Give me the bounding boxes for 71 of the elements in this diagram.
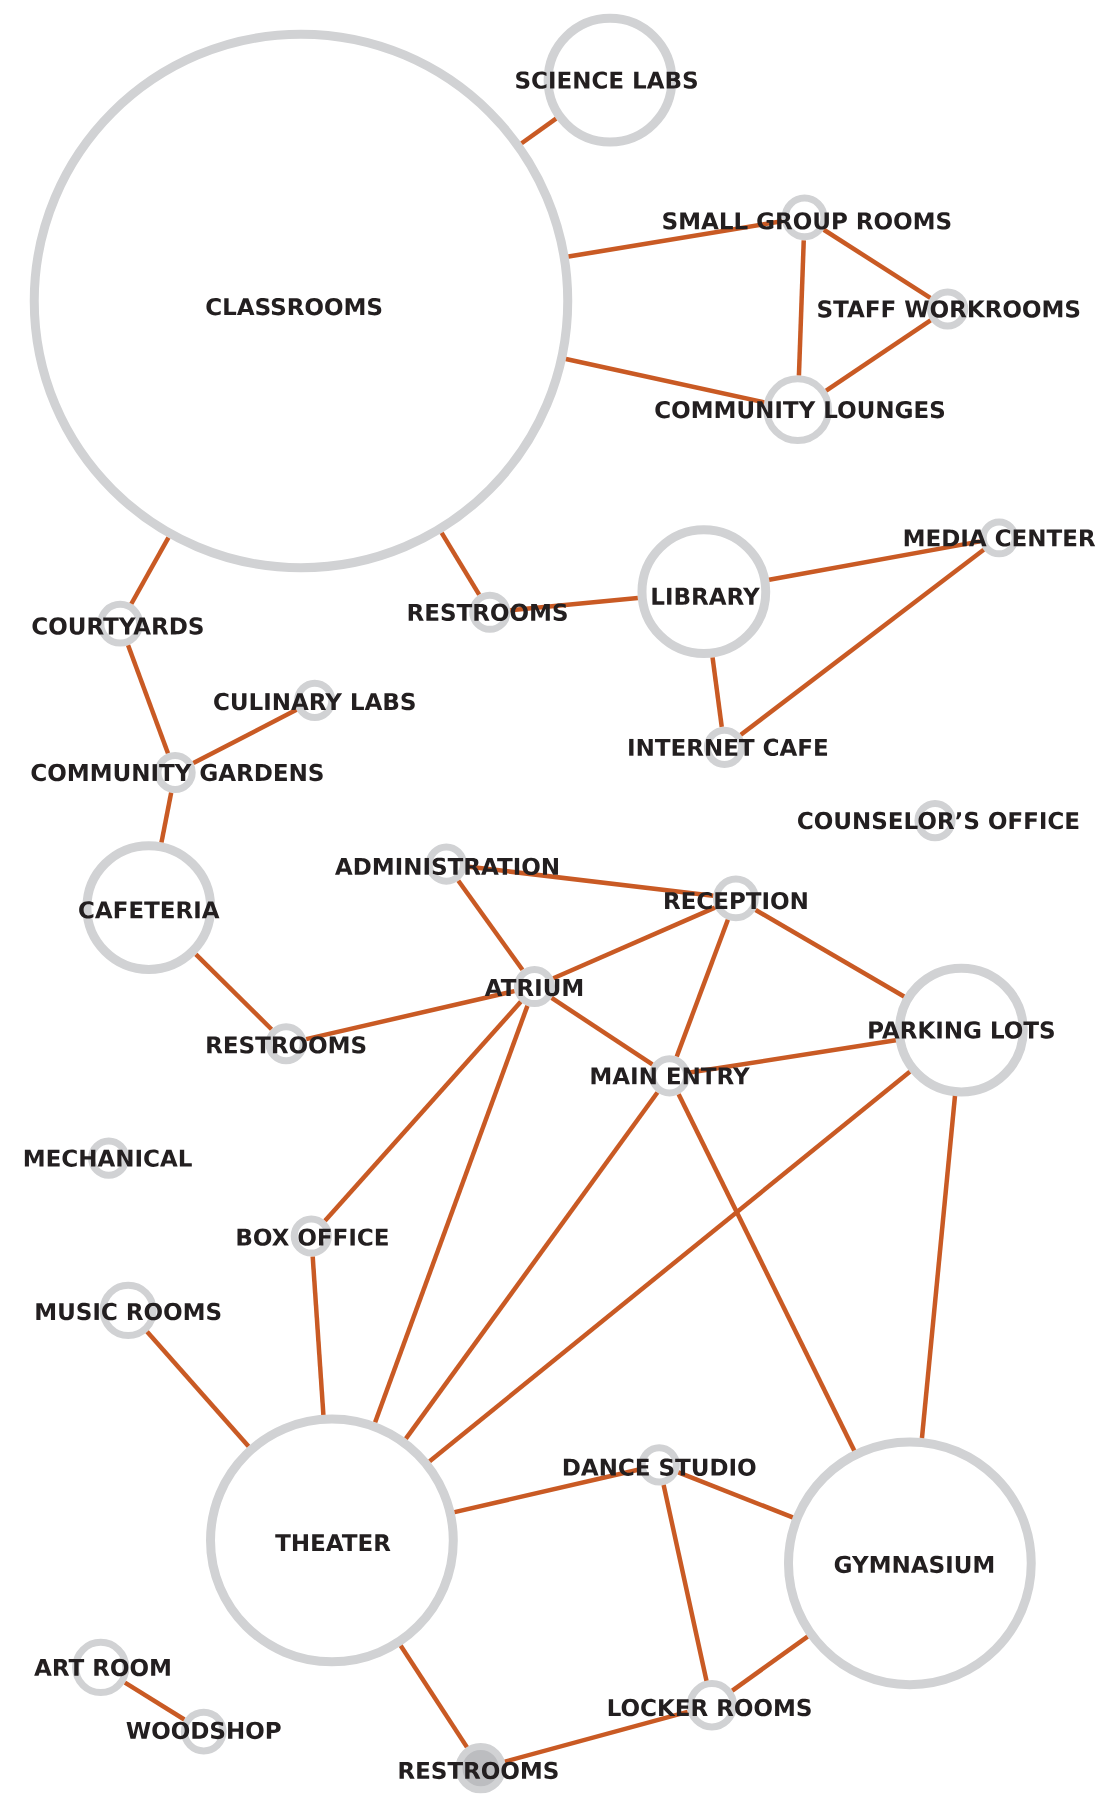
- connector-line: [568, 218, 783, 259]
- connector-line: [677, 1470, 794, 1520]
- room-label: COMMUNITY GARDENS: [31, 763, 323, 782]
- room-label: MECHANICAL: [24, 1149, 192, 1167]
- room-label: RESTROOMS: [399, 1761, 558, 1780]
- connector-line: [159, 792, 174, 843]
- room-label: CULINARY LABS: [214, 692, 415, 711]
- room-label: RESTROOMS: [408, 603, 567, 621]
- room-label: ADMINISTRATION: [335, 857, 558, 876]
- room-label: MAIN ENTRY: [591, 1067, 750, 1085]
- connector-line: [126, 644, 171, 754]
- connector-line: [129, 536, 171, 605]
- connector-line: [145, 1330, 251, 1448]
- connector-line: [731, 1634, 809, 1693]
- room-label: WOODSHOP: [126, 1721, 281, 1740]
- connector-line: [710, 657, 724, 728]
- room-circle: [206, 1414, 458, 1667]
- connector-line: [520, 116, 558, 146]
- connector-line: [661, 1484, 709, 1682]
- connector-line: [754, 908, 906, 999]
- connector-line: [123, 1680, 186, 1722]
- room-label: RECEPTION: [665, 892, 807, 910]
- room-circle: [637, 525, 771, 659]
- connector-line: [428, 1070, 912, 1463]
- room-label: ART ROOM: [34, 1658, 170, 1677]
- connector-line: [768, 539, 981, 582]
- room-label: SMALL GROUP ROOMS: [663, 212, 951, 230]
- connector-line: [323, 1000, 523, 1223]
- room-label: CAFETERIA: [79, 901, 220, 919]
- connector-line: [565, 356, 765, 405]
- connector-line: [689, 1038, 897, 1075]
- connector-line: [194, 952, 274, 1031]
- connector-line: [552, 905, 716, 981]
- room-label: STAFF WORKROOMS: [818, 300, 1080, 318]
- connector-line: [674, 919, 730, 1058]
- connector-line: [398, 1644, 469, 1749]
- room-label: BOX OFFICE: [237, 1228, 388, 1246]
- connector-line: [796, 240, 806, 376]
- room-label: ATRIUM: [484, 979, 583, 997]
- connector-line: [305, 988, 515, 1042]
- connector-line: [373, 1005, 530, 1423]
- room-label: COURTYARDS: [32, 617, 203, 635]
- connector-line: [822, 227, 932, 300]
- room-label: RESTROOMS: [207, 1036, 366, 1054]
- connector-line: [510, 595, 638, 613]
- room-circle: [783, 1437, 1036, 1690]
- room-label: CLASSROOMS: [206, 298, 382, 316]
- connector-line: [192, 707, 298, 766]
- connector-line: [676, 1093, 857, 1452]
- room-label: MEDIA CENTER: [904, 529, 1096, 547]
- room-label: GYMNASIUM: [834, 1555, 994, 1574]
- connector-line: [310, 1256, 326, 1415]
- connector-line: [439, 531, 482, 596]
- room-label: DANCE STUDIO: [563, 1458, 756, 1476]
- connector-line: [919, 1095, 958, 1439]
- connector-line: [504, 1709, 689, 1764]
- room-label: LIBRARY: [652, 587, 760, 605]
- connector-line: [456, 879, 525, 972]
- connector-line: [550, 996, 654, 1067]
- room-label: INTERNET CAFE: [629, 738, 828, 757]
- room-label: PARKING LOTS: [869, 1021, 1054, 1039]
- connector-line: [824, 318, 932, 393]
- room-label: LOCKER ROOMS: [608, 1698, 811, 1717]
- connector-line: [739, 547, 986, 737]
- room-label: MUSIC ROOMS: [36, 1302, 221, 1321]
- connector-line: [454, 1467, 640, 1515]
- room-label: THEATER: [275, 1534, 391, 1552]
- room-label: COUNSELOR’S OFFICE: [798, 811, 1079, 830]
- room-label: SCIENCE LABS: [516, 71, 697, 89]
- room-label: COMMUNITY LOUNGES: [655, 401, 945, 419]
- connector-line: [404, 1091, 660, 1440]
